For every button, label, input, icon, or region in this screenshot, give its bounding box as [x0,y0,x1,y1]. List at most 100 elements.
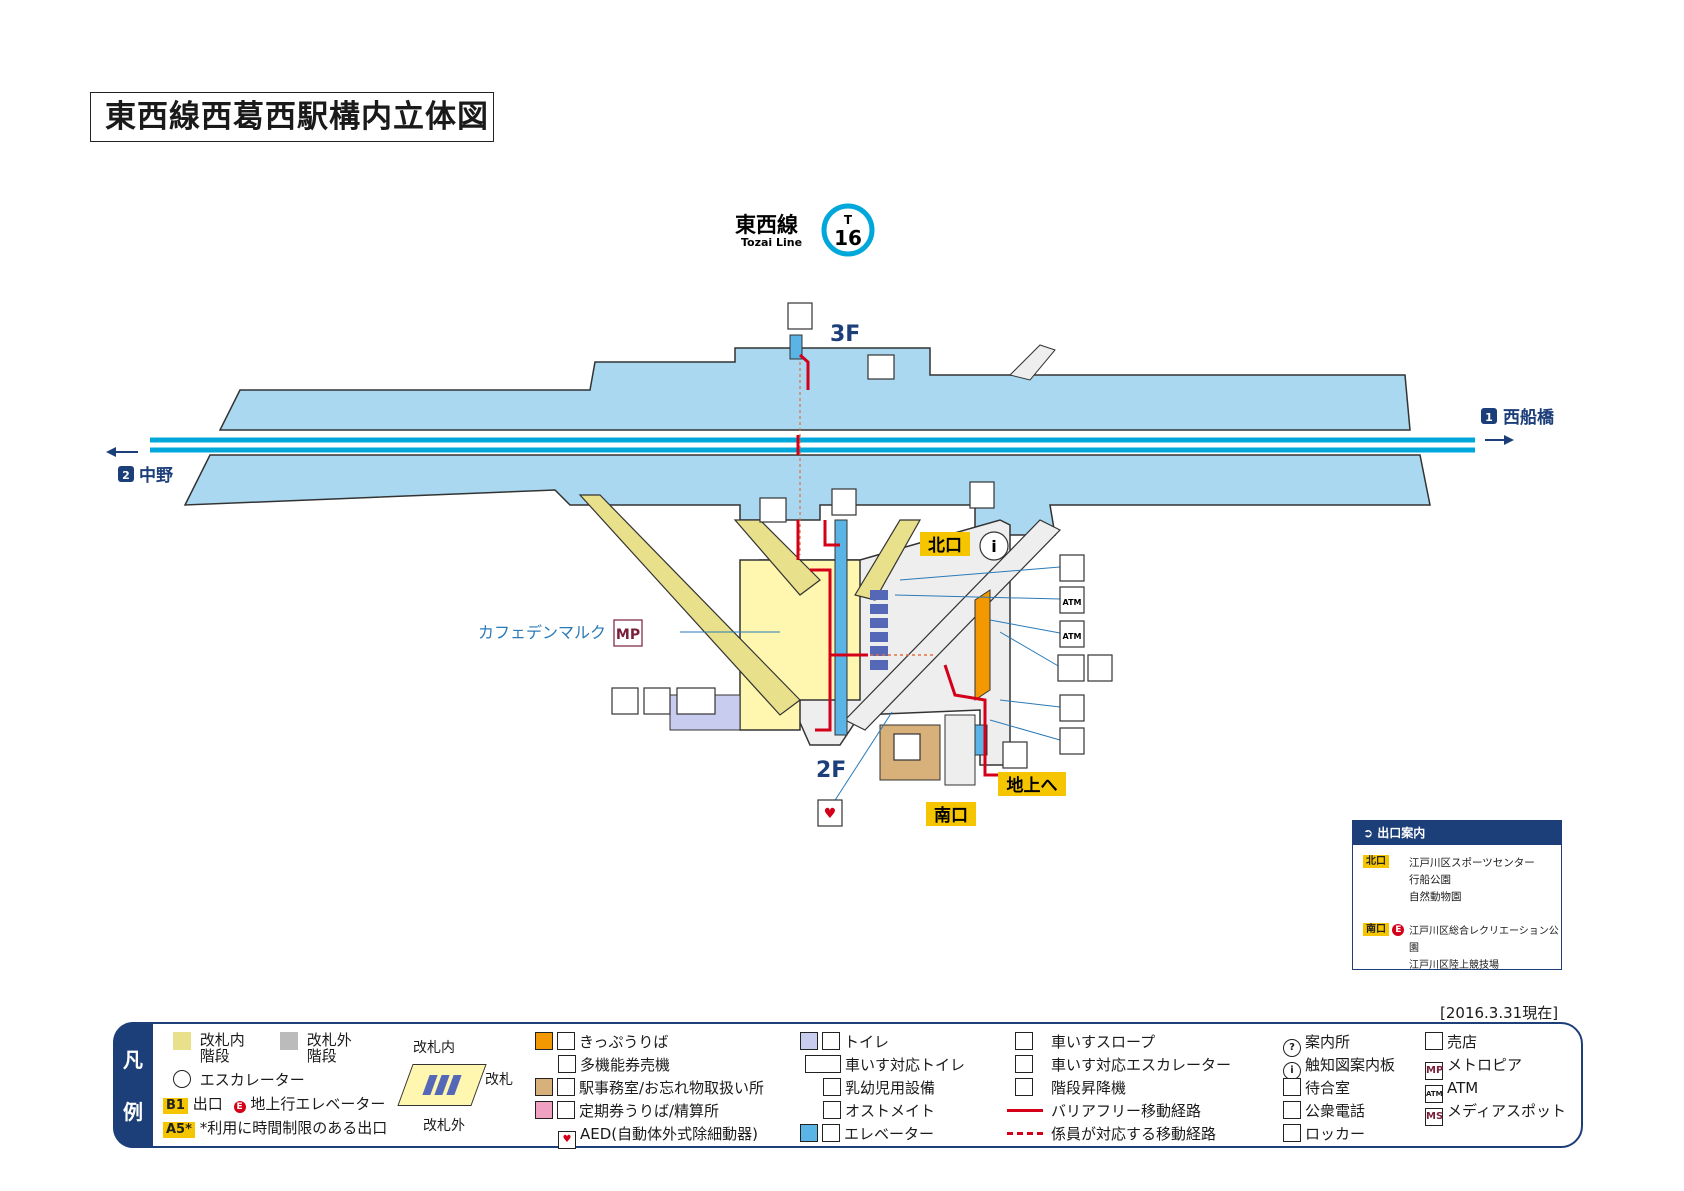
legend-ticket: きっぷうりば [535,1032,668,1052]
shop-icon-2 [1059,694,1085,722]
north-place-1: 江戸川区スポーツセンター [1409,857,1535,869]
pass-icon [535,1101,553,1119]
toilet-icon-2 [822,1032,840,1050]
legend-elevator: エレベーター [800,1124,934,1144]
elevator-icon-2 [831,488,857,516]
legend-multi-ticket: 多機能券売機 [558,1055,670,1075]
ticket-icon [535,1032,553,1050]
multi-ticket-label: 多機能券売機 [580,1056,671,1074]
legend-time-limited: A5* *利用に時間制限のある出口 [163,1118,387,1138]
office-label: 駅事務室/お忘れ物取扱い所 [579,1079,765,1097]
waiting-icon [1283,1078,1301,1096]
accessible-toilet-label: 車いす対応トイレ [845,1056,966,1074]
exit-guide-north: 北口 [1363,855,1389,868]
legend-office: 駅事務室/お忘れ物取扱い所 [535,1078,764,1098]
legend-info: ?案内所 [1283,1032,1350,1057]
stairs-out-icon [280,1032,298,1050]
direction-east-label: 西船橋 [1503,407,1555,428]
legend-tab-1: 凡 [123,1048,143,1072]
aed-label: AED(自動体外式除細動器) [580,1125,758,1143]
stairs-in-icon [173,1032,191,1050]
exit-guide-title: 出口案内 [1377,826,1426,840]
ground-exit-bg [998,772,1066,796]
cafe-label: カフェデンマルク [478,623,606,642]
direction-2-num: 2 [122,469,130,482]
legend-barrier-free: バリアフリー移動経路 [1007,1101,1201,1121]
north-exit-bg [920,532,970,556]
atm-icon-1 [1059,586,1085,614]
phone-icon-2 [1283,1101,1301,1119]
tactile-map-icon [979,531,1009,561]
staff-route-label: 係員が対応する移動経路 [1051,1125,1217,1143]
ostomate-icon [611,687,639,715]
atm-icon-2 [1059,620,1085,648]
exit-badge: B1 [163,1098,188,1114]
elevator-icon-3 [1002,741,1028,769]
north-tag: 北口 [1363,855,1389,868]
direction-1-num: 1 [1485,411,1493,424]
south-exit-label: 南口 [934,805,968,826]
legend-tab-2: 例 [123,1100,143,1124]
station-office-icon [893,733,921,761]
gate-inside-label: 改札内 [413,1040,455,1056]
barrier-free-label: バリアフリー移動経路 [1051,1102,1202,1120]
line-name-en: Tozai Line [741,236,802,249]
aed-icon-2: ♥ [558,1131,576,1149]
ticket-label: きっぷうりば [579,1033,669,1051]
elevator-2f [834,519,848,736]
legend-locker: ロッカー [1283,1124,1365,1144]
gate-outside-label: 改札外 [423,1118,465,1134]
waiting-room-icon [867,354,895,380]
legend-stair-lift: 階段昇降機 [1015,1078,1126,1098]
stairs-center [854,519,922,601]
shop-label: 売店 [1447,1033,1478,1051]
legend-exit: B1 出口 E 地上行エレベーター [163,1094,385,1114]
barrier-free-route [796,353,998,777]
north-places: 江戸川区スポーツセンター 行船公園 自然動物園 [1409,855,1535,906]
direction-1-badge [1481,408,1497,424]
ticket-machine-icon [1057,654,1085,682]
floor-3f-label: 3F [830,322,860,347]
info-label: 案内所 [1305,1033,1351,1051]
wheel-escalator-icon [1015,1055,1033,1073]
time-badge: A5* [163,1122,195,1138]
atm-label: ATM [1447,1079,1479,1097]
south-exit-bg [926,802,976,826]
info-icon: ? [1283,1039,1301,1057]
direction-west-label: 中野 [139,465,173,486]
escalator-label: エスカレーター [199,1071,305,1089]
exit-guide-header: ➲ 出口案内 [1353,821,1561,845]
exit-label: 出口 [192,1095,223,1113]
atm-label-1: ATM [1063,598,1082,607]
stairs-left-short [733,519,821,596]
legend-slope: 車いすスロープ [1015,1032,1155,1052]
line-code-number: 16 [834,226,862,250]
stair-lift-icon [1015,1078,1033,1096]
waiting-room-icon-2 [759,497,787,523]
slope-icon [1015,1032,1033,1050]
south-tag: 南口 [1363,923,1389,936]
legend-staff-route: 係員が対応する移動経路 [1007,1124,1216,1144]
elevator-3f [789,334,803,360]
atm-label-2: ATM [1063,632,1082,641]
stair-lift-label: 階段昇降機 [1051,1079,1127,1097]
legend-phone: 公衆電話 [1283,1101,1365,1121]
ostomate-icon-2 [823,1101,841,1119]
legend-stairs-in: 改札内 階段 [173,1032,245,1064]
toilet-area-icon [800,1032,818,1050]
ticket-office [974,589,991,701]
south-escalator [944,714,976,786]
ostomate-label: オストメイト [845,1102,936,1120]
line-code-letter: T [844,213,853,227]
page-title: 東西線西葛西駅構内立体図 [90,92,494,142]
metropia-icon: MP [1425,1062,1443,1080]
north-place-3: 自然動物園 [1409,891,1462,903]
ground-exit-label: 地上へ [1007,775,1058,796]
north-exit-label: 北口 [928,536,962,556]
legend-aed: ♥AED(自動体外式除細動器) [558,1124,758,1149]
media-label: メディアスポット [1447,1102,1566,1120]
phone-label: 公衆電話 [1305,1102,1366,1120]
